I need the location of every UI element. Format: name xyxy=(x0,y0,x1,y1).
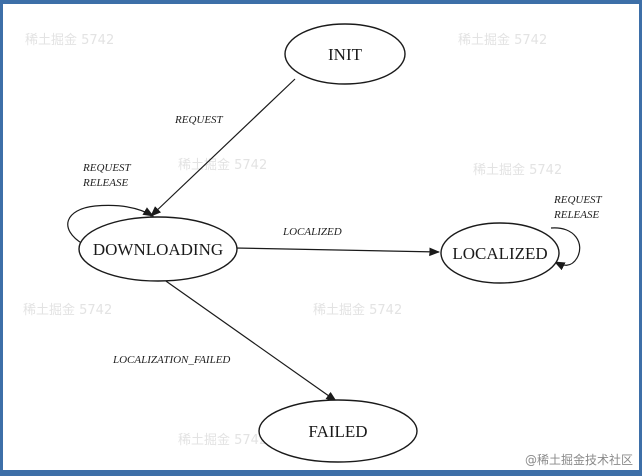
watermark-text: 稀土掘金 5742 xyxy=(178,157,267,173)
edge-downloading-to-localized xyxy=(234,247,441,257)
state-label-failed: FAILED xyxy=(308,422,367,441)
edge-label-downloading-to-localized: LOCALIZED xyxy=(282,226,342,238)
footer-credit: @稀土掘金技术社区 xyxy=(525,452,633,467)
edge-localized-self-loop xyxy=(550,227,581,271)
state-init: INIT xyxy=(284,23,406,85)
state-label-init: INIT xyxy=(328,45,363,64)
watermark-text: 稀土掘金 5742 xyxy=(25,32,114,48)
watermark-text: 稀土掘金 5742 xyxy=(473,162,562,178)
edge-init-to-downloading xyxy=(150,78,296,217)
state-label-downloading: DOWNLOADING xyxy=(93,240,223,259)
edge-label-downloading-to-failed: LOCALIZATION_FAILED xyxy=(112,354,230,366)
state-label-localized: LOCALIZED xyxy=(452,244,547,263)
state-failed: FAILED xyxy=(258,399,418,463)
watermark-text: 稀土掘金 5742 xyxy=(23,302,112,318)
edge-label-init-to-downloading: REQUEST xyxy=(174,114,224,126)
edge-label-localized-self-line1: REQUEST xyxy=(553,194,603,206)
edge-label-localized-self-line2: RELEASE xyxy=(553,209,599,221)
watermark-text: 稀土掘金 5742 xyxy=(458,32,547,48)
edge-downloading-to-failed xyxy=(162,278,337,402)
state-diagram: 稀土掘金 5742 稀土掘金 5742 稀土掘金 5742 稀土掘金 5742 … xyxy=(23,23,633,467)
watermark-text: 稀土掘金 5742 xyxy=(313,302,402,318)
state-localized: LOCALIZED xyxy=(440,222,560,284)
edge-label-downloading-self-line1: REQUEST xyxy=(82,162,132,174)
edge-label-downloading-self-line2: RELEASE xyxy=(82,177,128,189)
watermark-text: 稀土掘金 5742 xyxy=(178,432,267,448)
state-downloading: DOWNLOADING xyxy=(78,216,238,282)
edge-downloading-self-loop xyxy=(67,204,154,245)
